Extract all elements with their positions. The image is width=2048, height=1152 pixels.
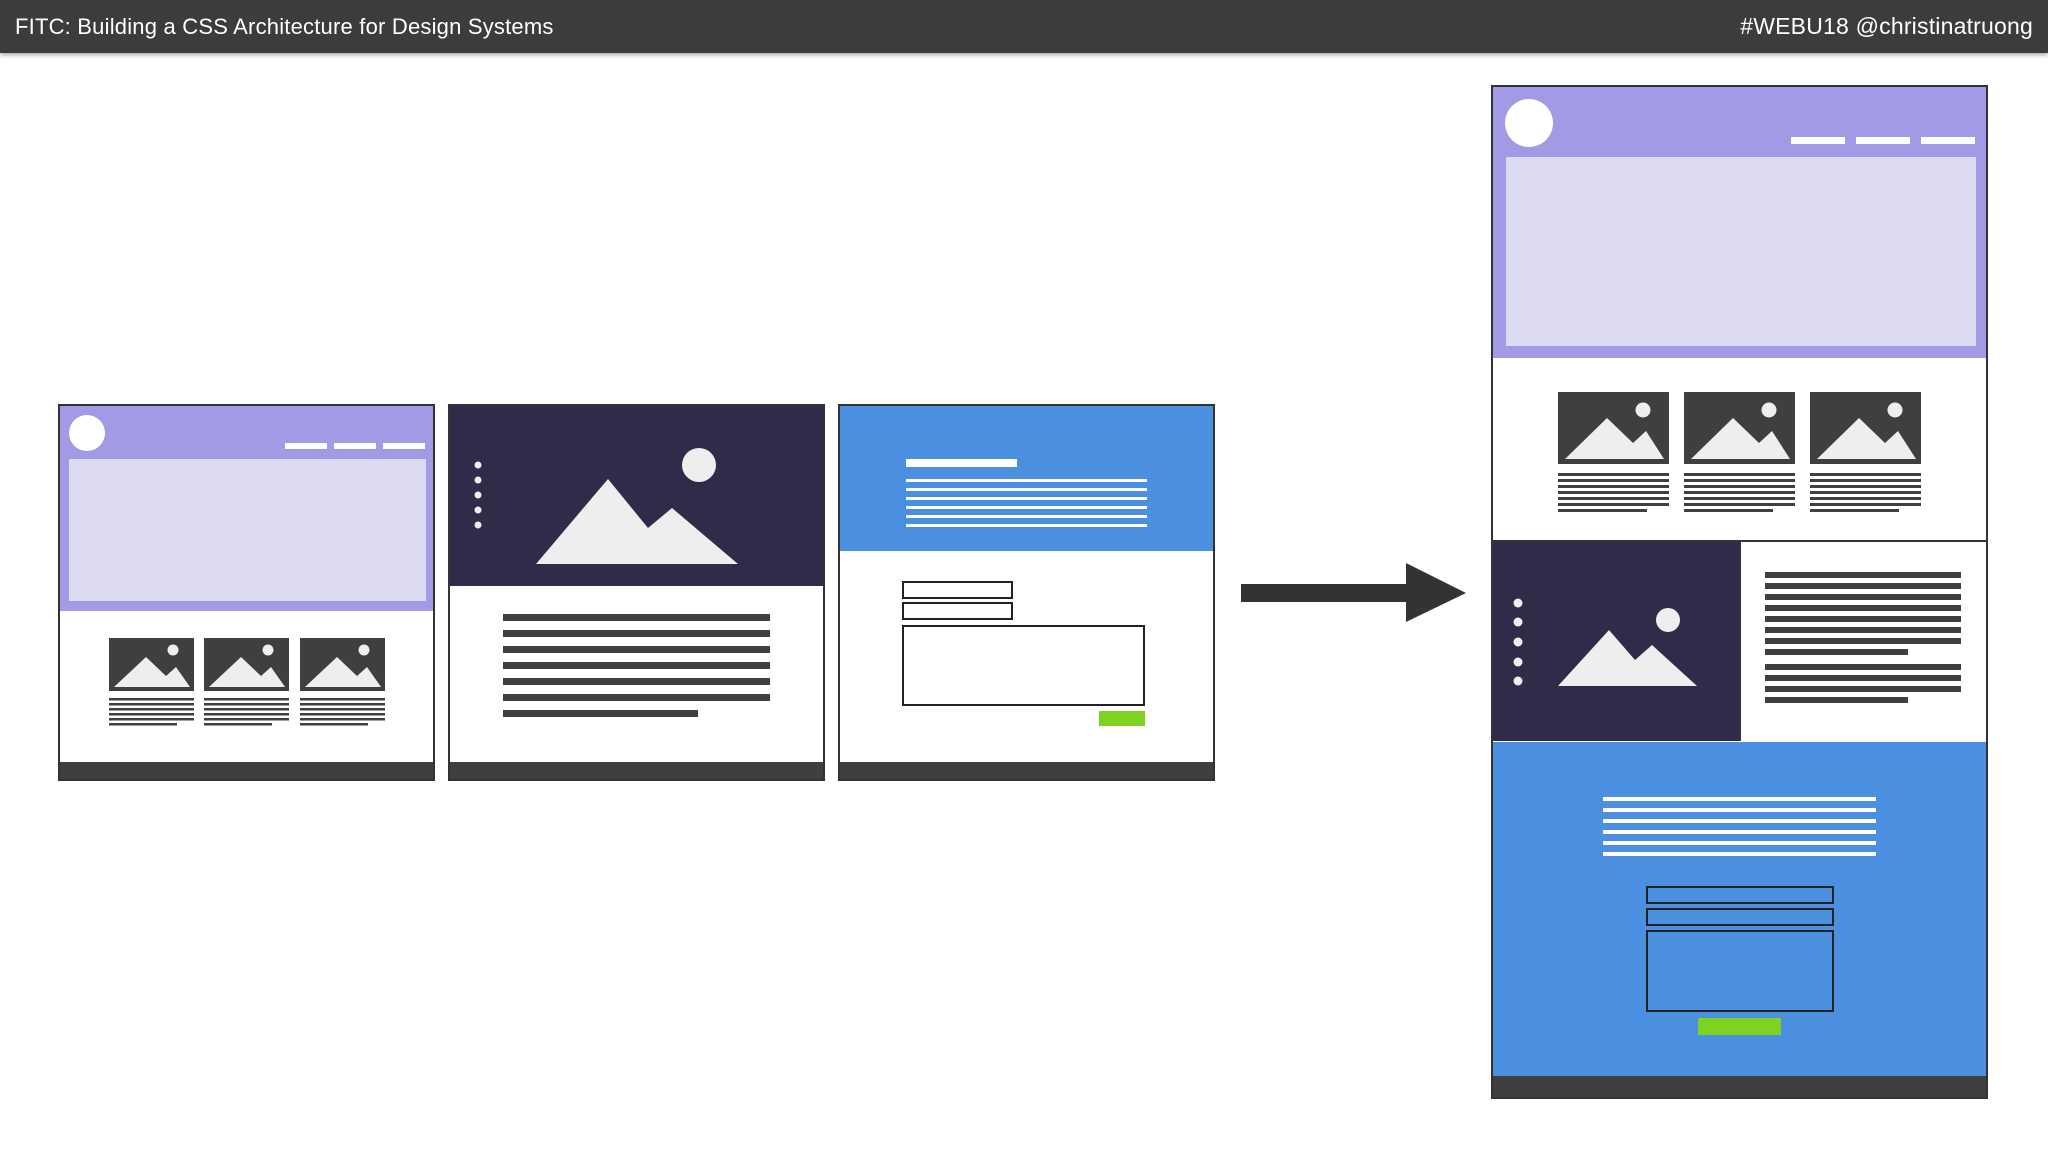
wireframe-combined-page [1491,85,1988,1099]
form-textarea [1646,930,1834,1012]
mountain-icon [1691,418,1790,459]
form-intro-section [840,406,1213,551]
nav-links [285,443,425,449]
text-block [1765,572,1961,703]
nav-links [1791,137,1975,144]
submit-button [1698,1018,1781,1035]
mountain-icon [114,657,190,687]
form-input [1646,886,1834,904]
sun-icon [682,448,716,482]
slide-title: FITC: Building a CSS Architecture for De… [15,14,554,39]
gallery-item [109,638,194,726]
form-input [902,602,1013,620]
vertical-dots-icon [1513,598,1523,686]
wireframe-media-text [448,404,825,781]
logo-circle-icon [1505,99,1553,147]
wireframe-form [838,404,1215,781]
hero-panel [69,459,426,601]
gallery-item [1810,392,1921,512]
sun-icon [1656,608,1680,632]
intro-text [906,459,1147,527]
wireframe-header-gallery [58,404,435,781]
gallery-item [300,638,385,726]
footer-bar [450,762,823,779]
mountain-icon [536,479,738,564]
logo-circle-icon [69,415,105,451]
intro-text [1603,797,1876,856]
mountain-icon [1817,418,1916,459]
slide-header-bar: FITC: Building a CSS Architecture for De… [0,0,2048,53]
mountain-icon [1565,418,1664,459]
gallery-item [1684,392,1795,512]
gallery-item [1558,392,1669,512]
mountain-icon [1558,630,1697,686]
vertical-dots-icon [474,461,482,529]
footer-bar [60,762,433,779]
right-arrow-icon [1241,563,1466,622]
slide-handle: #WEBU18 @christinatruong [1740,13,2033,39]
footer-bar [1493,1076,1986,1097]
footer-bar [840,762,1213,779]
mountain-icon [209,657,285,687]
form-textarea [902,625,1145,706]
text-block [503,614,770,717]
form-input [902,581,1013,599]
mountain-icon [305,657,381,687]
submit-button [1099,711,1145,726]
form-input [1646,908,1834,926]
gallery-item [204,638,289,726]
hero-panel [1506,157,1976,346]
